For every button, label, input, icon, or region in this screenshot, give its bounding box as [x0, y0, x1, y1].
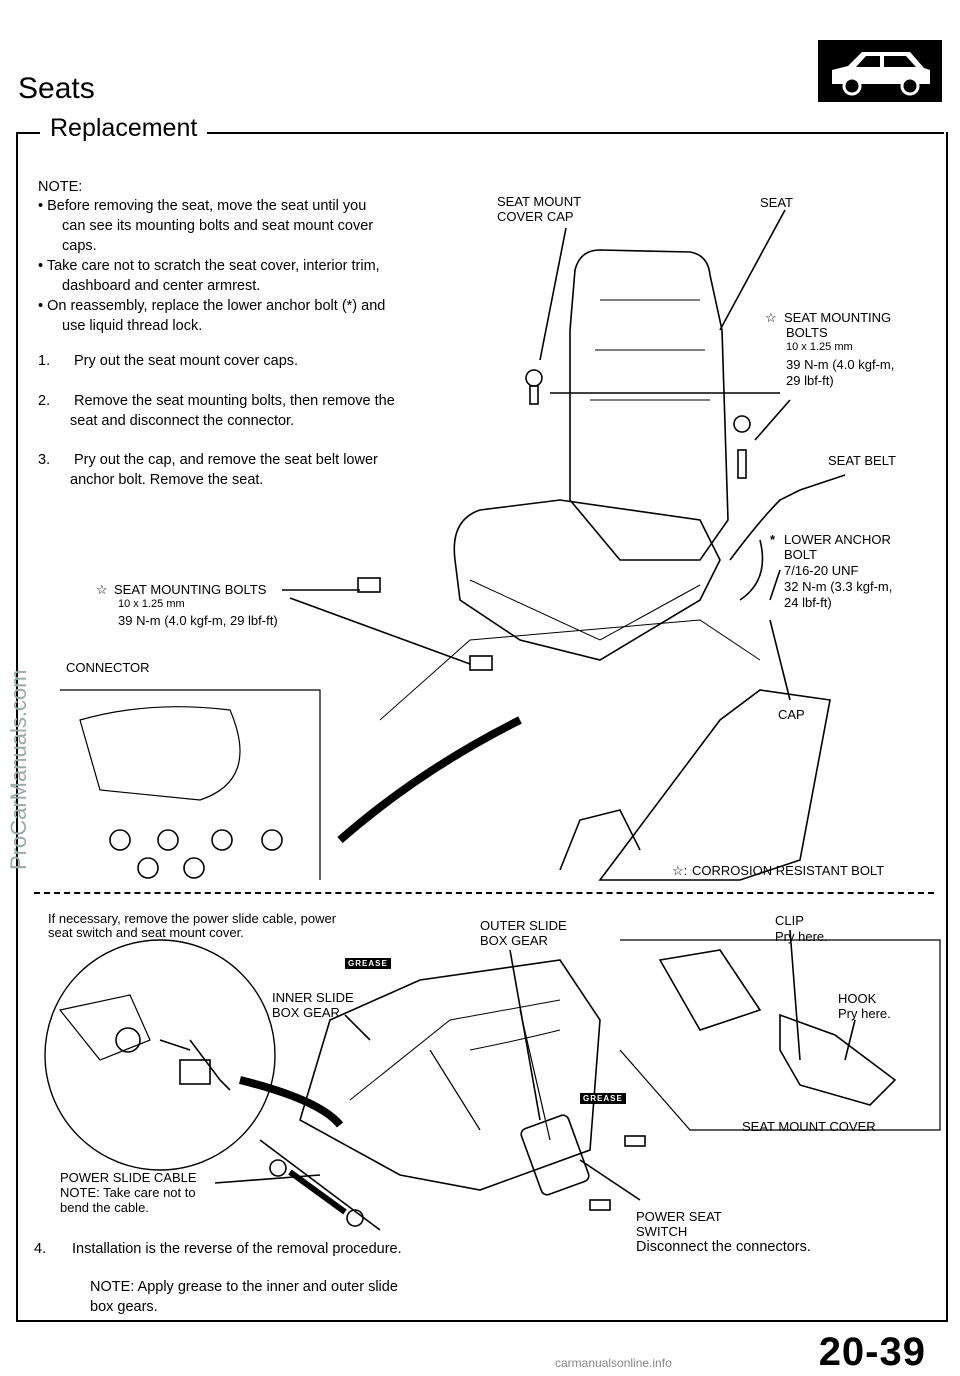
grease-tag-top: GREASE: [345, 958, 391, 969]
seat-belt-label: SEAT BELT: [828, 453, 896, 468]
cap-label: CAP: [778, 707, 805, 722]
seat-mounting-bolts-right-size: 10 x 1.25 mm: [786, 341, 853, 353]
step-1-number: 1.: [38, 353, 51, 369]
power-seat-switch-disconnect: Disconnect the connectors.: [636, 1239, 811, 1255]
footer-url[interactable]: carmanualsonline.info: [555, 1356, 672, 1370]
power-slide-cable-note: NOTE: Take care not to: [60, 1185, 196, 1200]
step-2-number: 2.: [38, 393, 51, 409]
outer-slide-box-gear-label-line-2: BOX GEAR: [480, 933, 548, 948]
seat-mounting-bolts-right-torque-2: 29 lbf-ft): [786, 373, 834, 388]
section-title: Replacement: [40, 114, 208, 143]
lower-anchor-bolt-torque: 32 N-m (3.3 kgf-m,: [784, 579, 893, 594]
step-3-text: Pry out the cap, and remove the seat bel…: [74, 452, 378, 468]
note-bullet-3-line-2: use liquid thread lock.: [62, 318, 203, 334]
car-body-icon: [818, 40, 942, 102]
section-divider: [34, 892, 934, 894]
outer-slide-box-gear-label: OUTER SLIDE: [480, 918, 567, 933]
asterisk-icon: *: [770, 532, 776, 547]
clip-pry-here: Pry here.: [775, 929, 828, 944]
power-slide-note: If necessary, remove the power slide cab…: [48, 911, 337, 926]
frame-top-left: [16, 132, 46, 134]
lower-anchor-bolt-label: LOWER ANCHOR: [784, 532, 891, 547]
seat-mount-cover-label: SEAT MOUNT COVER: [742, 1119, 876, 1134]
lower-anchor-bolt-thread: 7/16-20 UNF: [784, 563, 859, 578]
note-heading: NOTE:: [38, 179, 83, 195]
content-frame: [16, 132, 948, 1322]
car-silhouette-icon: [832, 52, 930, 96]
hook-label: HOOK: [838, 991, 877, 1006]
watermark-text: ProCarManuals.com: [6, 669, 31, 870]
page-number: 20-39: [818, 1330, 926, 1374]
step-3-text-line-2: anchor bolt. Remove the seat.: [70, 472, 264, 488]
power-seat-switch-label-line-2: SWITCH: [636, 1224, 688, 1239]
grease-tag-bottom: GREASE: [580, 1093, 626, 1104]
seat-mount-cover-cap-label: SEAT MOUNT: [497, 194, 582, 209]
lower-anchor-bolt-label-line-2: BOLT: [784, 547, 817, 562]
inner-slide-box-gear-label: INNER SLIDE: [272, 990, 354, 1005]
power-seat-switch-label: POWER SEAT: [636, 1209, 722, 1224]
power-slide-note-line-2: seat switch and seat mount cover.: [48, 925, 244, 940]
corrosion-star-icon: ☆: [765, 310, 777, 325]
power-slide-cable-note-line-2: bend the cable.: [60, 1200, 149, 1215]
inner-slide-box-gear-label-line-2: BOX GEAR: [272, 1005, 340, 1020]
step-4-text: Installation is the reverse of the remov…: [72, 1241, 402, 1257]
step-2-text: Remove the seat mounting bolts, then rem…: [74, 393, 395, 409]
page-title: Seats: [18, 72, 95, 105]
note-bullet-1-line-2: can see its mounting bolts and seat moun…: [62, 218, 374, 234]
seat-removal-illustration: [60, 209, 846, 881]
note-bullet-1: • Before removing the seat, move the sea…: [38, 198, 367, 214]
frame-top-right: [200, 132, 944, 134]
seat-mounting-bolts-right-line-2: BOLTS: [786, 325, 828, 340]
clip-label: CLIP: [775, 913, 804, 928]
note-bullet-2: • Take care not to scratch the seat cove…: [38, 258, 380, 274]
hook-pry-here: Pry here.: [838, 1006, 891, 1021]
step-2-text-line-2: seat and disconnect the connector.: [70, 413, 295, 429]
final-note-line-1: NOTE: Apply grease to the inner and oute…: [90, 1279, 398, 1295]
seat-mounting-bolts-left-torque: 39 N-m (4.0 kgf-m, 29 lbf-ft): [118, 613, 278, 628]
slide-gear-illustration: [44, 929, 941, 1231]
connector-label: CONNECTOR: [66, 660, 150, 675]
note-bullet-1-line-3: caps.: [62, 238, 97, 254]
seat-mounting-bolts-right-torque: 39 N-m (4.0 kgf-m,: [786, 357, 895, 372]
seat-mounting-bolts-left-label: SEAT MOUNTING BOLTS: [114, 582, 267, 597]
note-bullet-2-line-2: dashboard and center armrest.: [62, 278, 261, 294]
step-4-number: 4.: [34, 1241, 47, 1257]
step-1-text: Pry out the seat mount cover caps.: [74, 353, 299, 369]
corrosion-star-icon-left: ☆: [96, 582, 108, 597]
lower-anchor-bolt-torque-2: 24 lbf-ft): [784, 595, 832, 610]
corrosion-legend-label: CORROSION RESISTANT BOLT: [692, 863, 885, 878]
seat-mounting-bolts-left-size: 10 x 1.25 mm: [118, 598, 185, 610]
note-bullet-3: • On reassembly, replace the lower ancho…: [38, 298, 386, 314]
step-3-number: 3.: [38, 452, 51, 468]
seat-mounting-bolts-right-label: SEAT MOUNTING: [784, 310, 892, 325]
seat-label: SEAT: [760, 195, 793, 210]
corrosion-legend-icon: ☆:: [672, 863, 688, 878]
seat-mount-cover-cap-label-line-2: COVER CAP: [497, 209, 574, 224]
final-note-line-2: box gears.: [90, 1299, 158, 1315]
power-slide-cable-label: POWER SLIDE CABLE: [60, 1170, 197, 1185]
